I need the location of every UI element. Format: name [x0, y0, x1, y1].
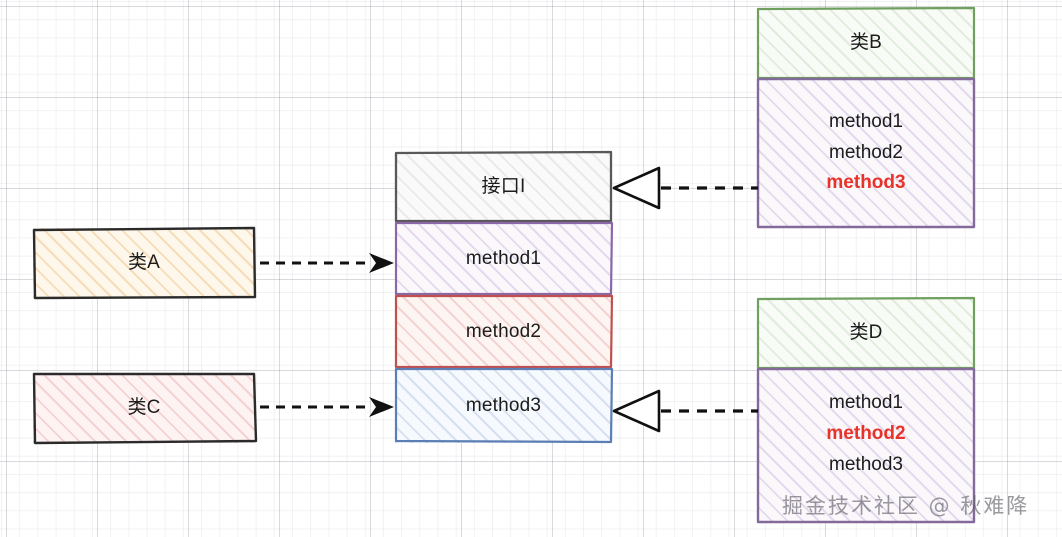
watermark: 掘金技术社区 @ 秋难降 [782, 494, 1030, 518]
class-box-classA: 类A [32, 226, 257, 300]
connector-classC-to-method3 [260, 397, 394, 417]
classD-method-1: method1 [829, 392, 903, 414]
classB-method-2: method2 [829, 141, 903, 163]
classD-method-3: method3 [829, 453, 903, 475]
connector-classA-to-method1 [260, 253, 394, 273]
interface-name-label: 接口I [481, 176, 526, 198]
method3-label: method3 [465, 394, 542, 416]
classC-label: 类C [127, 397, 161, 419]
classB-methods: method1 method2 method3 [826, 107, 905, 199]
interface-method-method1: method1 [394, 221, 614, 296]
method1-label: method1 [465, 247, 542, 269]
class-box-classD-header: 类D [756, 296, 976, 370]
connector-classD-to-method3 [612, 389, 758, 433]
classB-method-1: method1 [829, 110, 903, 132]
interface-method-method3: method3 [394, 367, 614, 444]
classD-label: 类D [849, 322, 883, 344]
class-box-classB-body: method1 method2 method3 [756, 77, 976, 229]
class-box-classC: 类C [32, 372, 258, 445]
classD-method-2: method2 [826, 423, 906, 445]
classA-label: 类A [127, 252, 161, 274]
connector-classB-to-interface [612, 166, 758, 210]
interface-header: 接口I [394, 150, 613, 223]
classD-methods: method1 method2 method3 [826, 388, 905, 480]
classB-label: 类B [849, 32, 883, 54]
method2-label: method2 [465, 320, 542, 342]
class-box-classB-header: 类B [756, 6, 976, 80]
classB-method-3: method3 [826, 172, 906, 194]
interface-method-method2: method2 [394, 294, 614, 369]
